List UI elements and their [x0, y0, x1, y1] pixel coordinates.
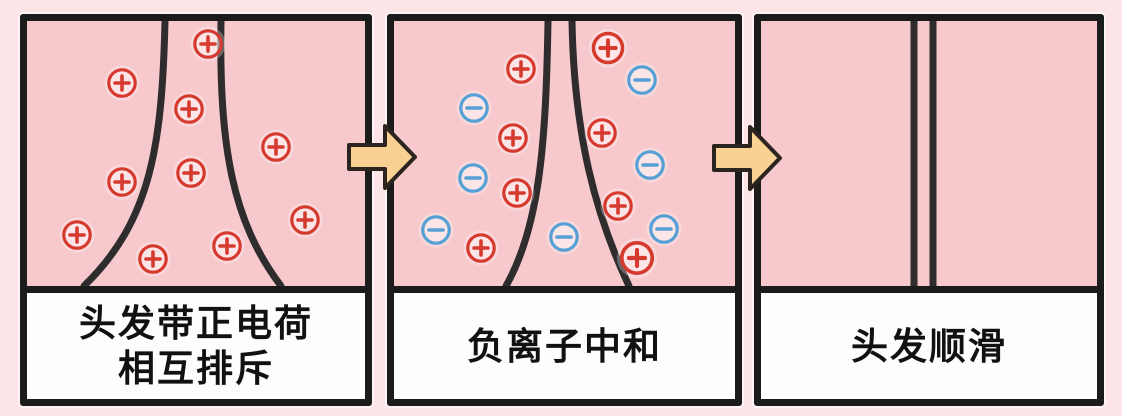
panel-hair-smooth: 头发顺滑: [754, 14, 1104, 406]
panel-hair-positively-charged: 头发带正电荷相互排斥: [20, 14, 372, 406]
panel-1-caption: 头发带正电荷相互排斥: [27, 286, 365, 399]
negative-charge-icon: [546, 219, 582, 255]
positive-charge-icon: [616, 237, 658, 279]
hair-strand: [217, 21, 285, 286]
positive-charge-icon: [171, 91, 207, 127]
positive-charge-icon: [104, 164, 140, 200]
panel-3-caption: 头发顺滑: [761, 286, 1097, 399]
hair-strand: [568, 21, 633, 286]
panel-2-art-canvas: [418, 21, 682, 286]
panel-negative-ion-neutralize: 负离子中和: [387, 14, 742, 406]
positive-charge-icon: [287, 202, 323, 238]
negative-charge-icon: [646, 211, 682, 247]
negative-charge-icon: [418, 212, 454, 248]
positive-charge-icon: [258, 129, 294, 165]
hair-strand: [80, 21, 169, 286]
positive-charge-icon: [209, 228, 245, 264]
panel-caption-line: 负离子中和: [467, 325, 662, 367]
negative-charge-icon: [456, 90, 492, 126]
panel-caption-line: 相互排斥: [118, 348, 274, 389]
positive-charge-icon: [600, 188, 636, 224]
positive-charge-icon: [499, 175, 535, 211]
positive-charge-icon: [59, 217, 95, 253]
panel-3-illustration: [761, 21, 1097, 286]
panel-3-art-canvas: [910, 21, 937, 286]
panel-1-art-canvas: [59, 21, 323, 286]
panel-caption-line: 头发带正电荷: [79, 303, 313, 344]
negative-charge-icon: [455, 160, 491, 196]
positive-charge-icon: [104, 65, 140, 101]
positive-charge-icon: [173, 155, 209, 191]
positive-charge-icon: [584, 115, 620, 151]
positive-charge-icon: [503, 51, 539, 87]
panel-1-illustration: [27, 21, 365, 286]
positive-charge-icon: [495, 120, 531, 156]
positive-charge-icon: [463, 230, 499, 266]
negative-charge-icon: [632, 147, 668, 183]
panel-2-caption: 负离子中和: [394, 286, 735, 399]
hair-strand: [502, 21, 552, 286]
panel-caption-line: 头发顺滑: [851, 325, 1007, 367]
positive-charge-icon: [190, 26, 226, 62]
negative-charge-icon: [624, 62, 660, 98]
positive-charge-icon: [588, 28, 628, 68]
positive-charge-icon: [135, 241, 171, 277]
panel-2-illustration: [394, 21, 735, 286]
